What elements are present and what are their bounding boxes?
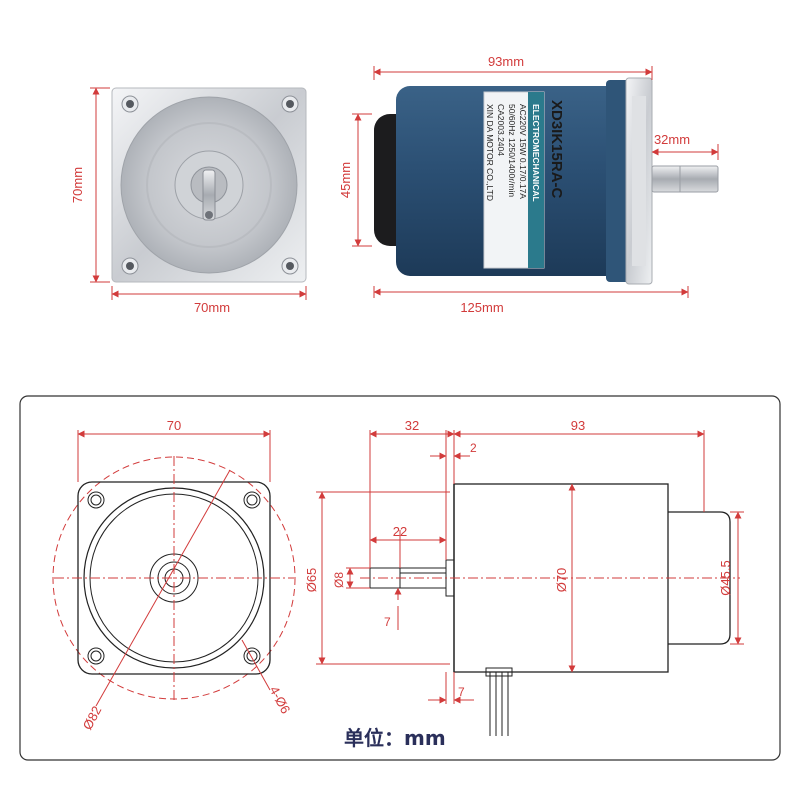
nameplate-brand-strip: ELECTROMECHANICAL bbox=[531, 104, 541, 202]
nameplate-maker: XIN DA MOTOR CO.,LTD bbox=[485, 104, 495, 201]
drawing-flange-thk: 7 bbox=[458, 685, 465, 699]
drawing-flange-gap: 2 bbox=[470, 441, 477, 455]
photo-front-width-label: 70mm bbox=[194, 300, 230, 315]
photo-side-view: XD3IK15RA-C ELECTROMECHANICAL AC220V 15W… bbox=[338, 54, 719, 315]
drawing-body-len: 93 bbox=[571, 418, 585, 433]
drawing-bolt-circle: Ø82 bbox=[80, 704, 105, 733]
photo-body-length-label: 93mm bbox=[488, 54, 524, 69]
nameplate-spec-1: AC220V 15W 0.17/0.17A bbox=[518, 104, 528, 199]
units-label: 单位：mm bbox=[344, 726, 446, 750]
drawing-body-dia: Ø70 bbox=[554, 568, 569, 593]
drawing-mount-holes bbox=[87, 491, 261, 665]
drawing-shaft-dia: Ø8 bbox=[332, 572, 346, 588]
drawing-side-view: 32 93 2 22 Ø8 Ø65 7 Ø70 Ø45.5 bbox=[304, 418, 744, 736]
drawing-key-height: 7 bbox=[384, 615, 391, 629]
drawing-key-len: 22 bbox=[393, 524, 407, 539]
photo-front-view: 70mm 70mm bbox=[70, 87, 307, 315]
mount-holes bbox=[121, 95, 299, 275]
drawing-front-view: 70 Ø82 4-Ø6 bbox=[52, 418, 296, 733]
nameplate-spec-2: 50/60Hz 1250/1400r/min bbox=[507, 104, 517, 197]
drawing-front-width: 70 bbox=[167, 418, 181, 433]
drawing-shaft-ext: 32 bbox=[405, 418, 419, 433]
photo-front-height-label: 70mm bbox=[70, 167, 85, 203]
drawing-cap-dia: Ø45.5 bbox=[718, 560, 733, 595]
nameplate-model: XD3IK15RA-C bbox=[548, 100, 565, 199]
nameplate-spec-3: CA2003.2404 bbox=[496, 104, 506, 156]
photo-total-length-label: 125mm bbox=[460, 300, 503, 315]
drawing-pilot-dia: Ø65 bbox=[304, 568, 319, 593]
photo-cap-height-label: 45mm bbox=[338, 162, 353, 198]
nameplate-label: XD3IK15RA-C ELECTROMECHANICAL AC220V 15W… bbox=[483, 91, 565, 269]
drawing-frame bbox=[19, 395, 781, 761]
drawing-holes: 4-Ø6 bbox=[267, 684, 294, 717]
photo-shaft-length-label: 32mm bbox=[654, 132, 690, 147]
